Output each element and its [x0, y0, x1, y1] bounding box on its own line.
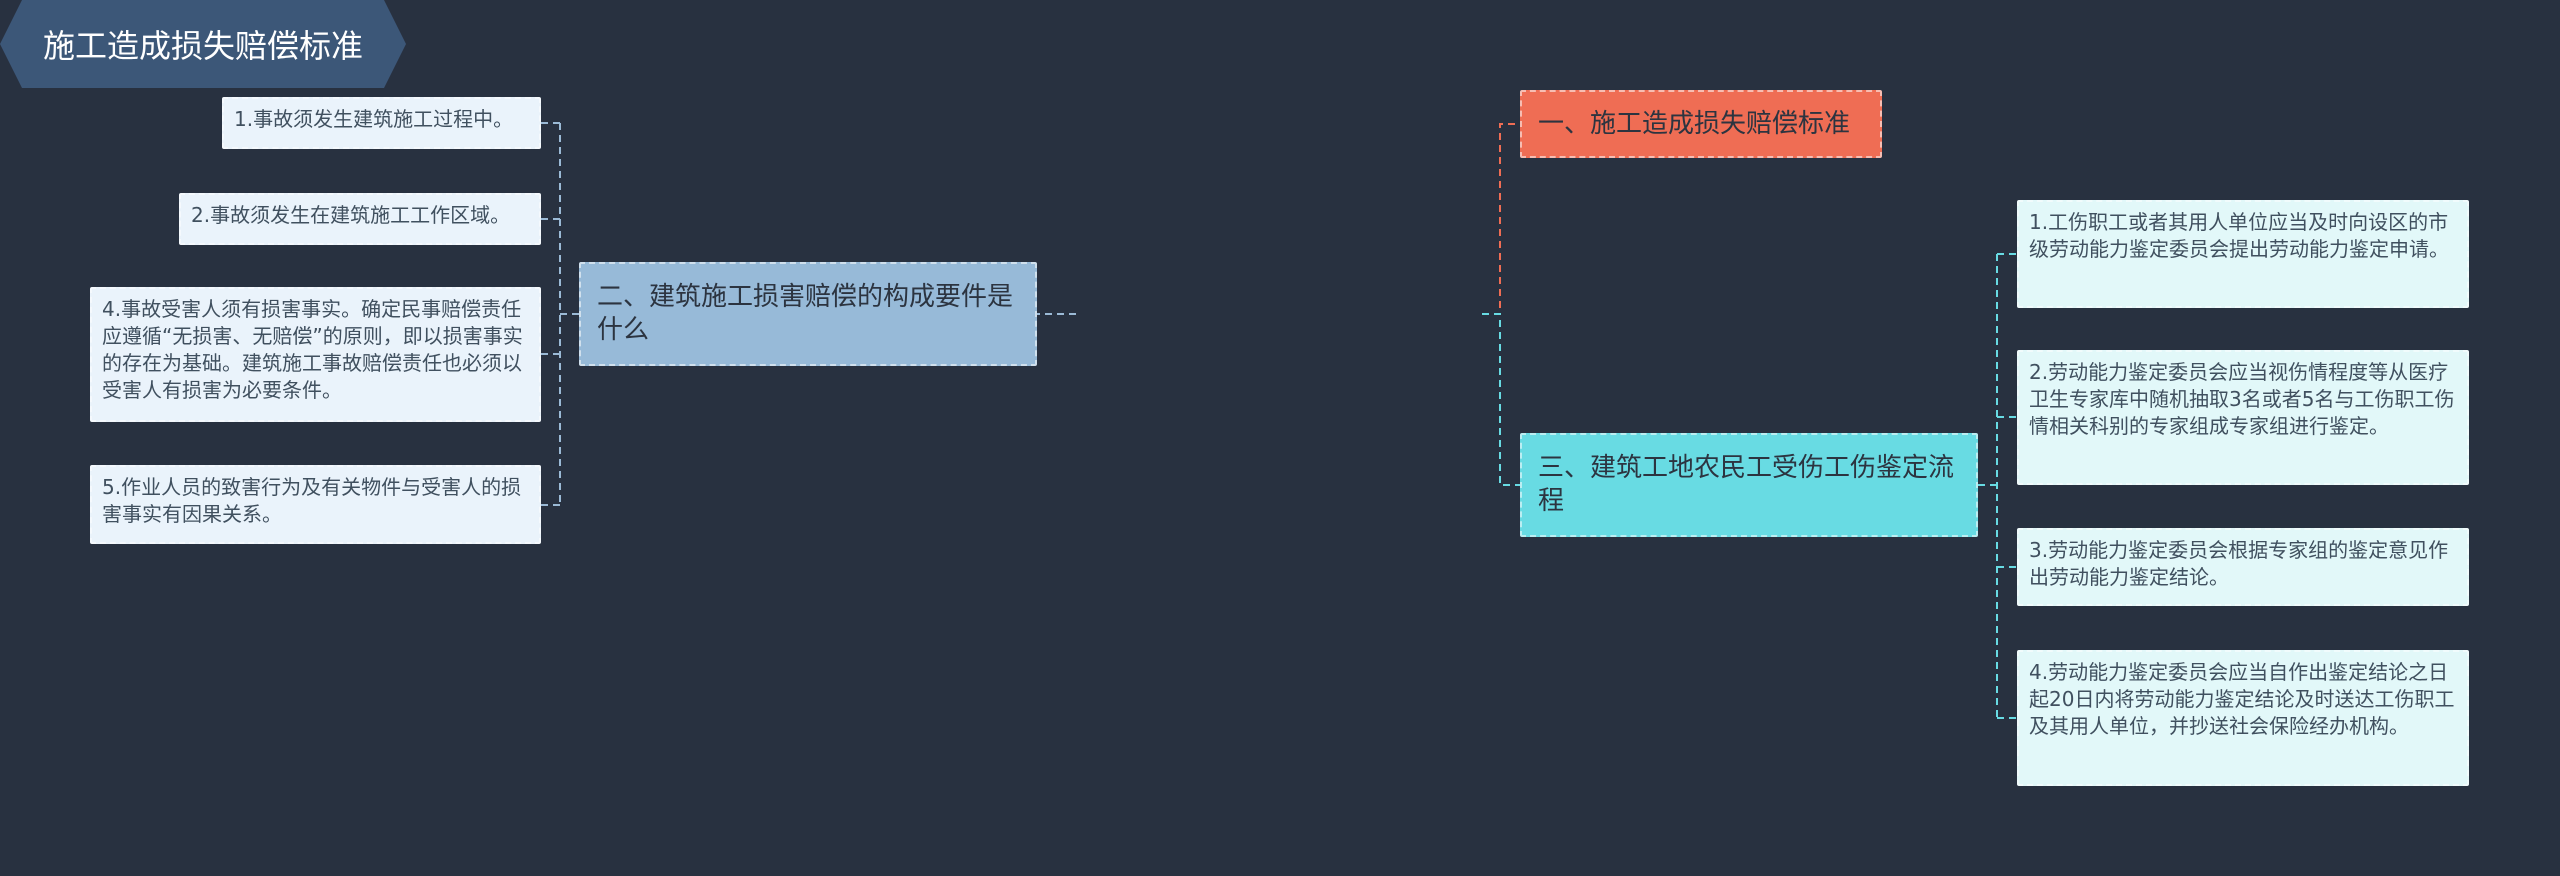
branch-topic-label: 三、建筑工地农民工受伤工伤鉴定流程	[1538, 453, 1955, 516]
branch-topic-injury-appraisal-process[interactable]: 三、建筑工地农民工受伤工伤鉴定流程	[1520, 433, 1978, 537]
leaf-topic[interactable]: 2.劳动能力鉴定委员会应当视伤情程度等从医疗卫生专家库中随机抽取3名或者5名与工…	[2017, 350, 2469, 485]
connector-root-branch-3	[1482, 313, 1520, 486]
leaf-topic[interactable]: 2.事故须发生在建筑施工工作区域。	[179, 193, 541, 245]
leaf-topic[interactable]: 4.劳动能力鉴定委员会应当自作出鉴定结论之日起20日内将劳动能力鉴定结论及时送达…	[2017, 650, 2469, 786]
branch-topic-label: 二、建筑施工损害赔偿的构成要件是什么	[597, 282, 1014, 345]
connector-branch-3-leaves	[1978, 253, 2017, 719]
leaf-topic-text: 3.劳动能力鉴定委员会根据专家组的鉴定意见作出劳动能力鉴定结论。	[2029, 538, 2449, 589]
leaf-topic-text: 4.劳动能力鉴定委员会应当自作出鉴定结论之日起20日内将劳动能力鉴定结论及时送达…	[2029, 660, 2455, 738]
leaf-topic-text: 1.事故须发生建筑施工过程中。	[234, 107, 514, 131]
leaf-topic[interactable]: 3.劳动能力鉴定委员会根据专家组的鉴定意见作出劳动能力鉴定结论。	[2017, 528, 2469, 606]
connector-root-branch-1	[1482, 123, 1520, 315]
leaf-topic-text: 2.劳动能力鉴定委员会应当视伤情程度等从医疗卫生专家库中随机抽取3名或者5名与工…	[2029, 360, 2455, 438]
leaf-topic-text: 4.事故受害人须有损害事实。确定民事赔偿责任应遵循“无损害、无赔偿”的原则，即以…	[102, 297, 523, 402]
leaf-topic[interactable]: 5.作业人员的致害行为及有关物件与受害人的损害事实有因果关系。	[90, 465, 541, 544]
leaf-topic-text: 2.事故须发生在建筑施工工作区域。	[191, 203, 511, 227]
leaf-topic-text: 5.作业人员的致害行为及有关物件与受害人的损害事实有因果关系。	[102, 475, 522, 526]
leaf-topic[interactable]: 1.工伤职工或者其用人单位应当及时向设区的市级劳动能力鉴定委员会提出劳动能力鉴定…	[2017, 200, 2469, 308]
branch-topic-constituent-elements[interactable]: 二、建筑施工损害赔偿的构成要件是什么	[579, 262, 1037, 366]
branch-topic-label: 一、施工造成损失赔偿标准	[1538, 108, 1851, 139]
root-topic[interactable]: 施工造成损失赔偿标准	[0, 0, 406, 88]
leaf-topic[interactable]: 4.事故受害人须有损害事实。确定民事赔偿责任应遵循“无损害、无赔偿”的原则，即以…	[90, 287, 541, 422]
connector-branch-2-leaves	[541, 122, 579, 506]
branch-topic-compensation-standard[interactable]: 一、施工造成损失赔偿标准	[1520, 90, 1882, 158]
root-topic-label: 施工造成损失赔偿标准	[42, 27, 363, 65]
leaf-topic[interactable]: 1.事故须发生建筑施工过程中。	[222, 97, 541, 149]
leaf-topic-text: 1.工伤职工或者其用人单位应当及时向设区的市级劳动能力鉴定委员会提出劳动能力鉴定…	[2029, 210, 2449, 261]
